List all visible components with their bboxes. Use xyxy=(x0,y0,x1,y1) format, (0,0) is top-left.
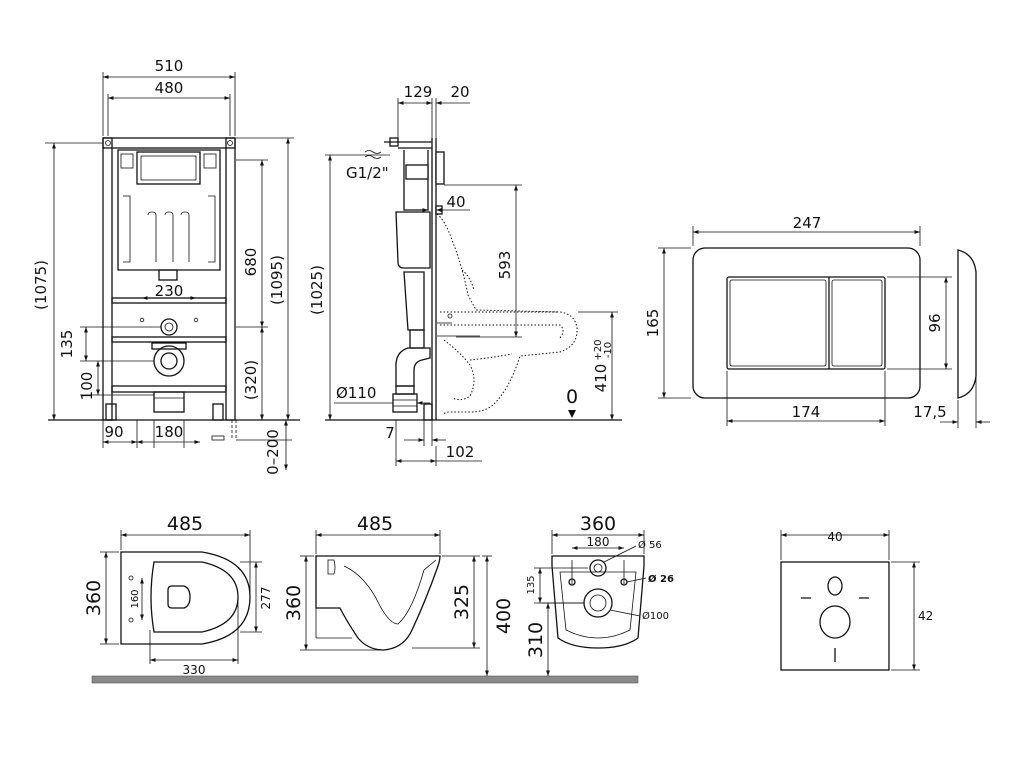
dim-adjust: 0–200 xyxy=(264,429,282,475)
flush-plate-view: 247 165 96 174 17,5 xyxy=(644,214,990,428)
dim-593: 593 xyxy=(496,251,514,280)
dim-100: 100 xyxy=(78,372,96,401)
dim-680: 680 xyxy=(242,248,260,277)
pipe-thread-label: G1/2" xyxy=(346,164,389,182)
toilet-top-view: 160 485 360 277 330 xyxy=(83,513,273,677)
back-56-dim: Ø 56 xyxy=(638,539,662,551)
dim-129: 129 xyxy=(404,83,433,101)
back-26-dim: Ø 26 xyxy=(648,573,674,585)
pad-width-dim: 40 xyxy=(827,530,842,544)
floor-strip xyxy=(91,675,639,684)
dim-410: 410 xyxy=(592,364,610,393)
pad-height-dim: 42 xyxy=(918,609,933,623)
button-width-dim: 174 xyxy=(792,403,821,421)
dim-1095: (1095) xyxy=(268,255,286,305)
side-length-dim: 485 xyxy=(357,513,393,535)
dim-102: 102 xyxy=(446,443,475,461)
plate-width-dim: 247 xyxy=(793,214,822,232)
dim-1075: (1075) xyxy=(32,260,50,310)
button-height-dim: 96 xyxy=(926,313,944,332)
dim-1025: (1025) xyxy=(308,265,326,315)
back-100-dim: Ø100 xyxy=(642,610,669,622)
toilet-back-view: 360 180 Ø 56 Ø 26 Ø100 135 310 xyxy=(525,513,674,676)
dim-410-tolerance-minus: -10 xyxy=(603,342,614,358)
toilet-side-view: 485 360 325 400 xyxy=(283,513,515,676)
top-length-dim: 485 xyxy=(167,513,203,535)
dim-135: 135 xyxy=(58,330,76,359)
top-330-dim: 330 xyxy=(183,663,206,677)
back-135-dim: 135 xyxy=(526,575,537,594)
back-180-dim: 180 xyxy=(587,535,610,549)
plate-height-dim: 165 xyxy=(644,309,662,338)
dim-230: 230 xyxy=(155,282,184,300)
plate-depth-dim: 17,5 xyxy=(913,403,946,421)
back-310-dim: 310 xyxy=(525,622,547,658)
dim-40: 40 xyxy=(446,193,465,211)
side-height-dim: 360 xyxy=(283,585,305,621)
dim-7: 7 xyxy=(385,424,395,442)
dim-180: 180 xyxy=(155,423,184,441)
dim-20: 20 xyxy=(450,83,469,101)
dim-90: 90 xyxy=(104,423,123,441)
dim-410-tolerance-plus: +20 xyxy=(593,339,604,360)
top-inner-dim: 277 xyxy=(259,587,273,610)
dim-110: Ø110 xyxy=(336,384,376,402)
floor-zero-label: 0 xyxy=(566,386,578,408)
dim-510: 510 xyxy=(155,57,184,75)
dim-320: (320) xyxy=(242,360,260,400)
side-325-dim: 325 xyxy=(451,584,473,620)
side-400-dim: 400 xyxy=(493,598,515,634)
frame-side-view: 0 129 20 G1/2" (1025) 40 593 410 +20 -10 xyxy=(308,83,622,466)
sound-pad-view: 40 42 xyxy=(780,530,933,671)
top-width-dim: 360 xyxy=(83,580,105,616)
back-width-dim: 360 xyxy=(580,513,616,535)
frame-front-view: 510 480 (1075) 680 (1095) (320) 230 135 … xyxy=(32,57,300,475)
top-mount-dim: 160 xyxy=(130,589,141,608)
dim-480: 480 xyxy=(155,79,184,97)
